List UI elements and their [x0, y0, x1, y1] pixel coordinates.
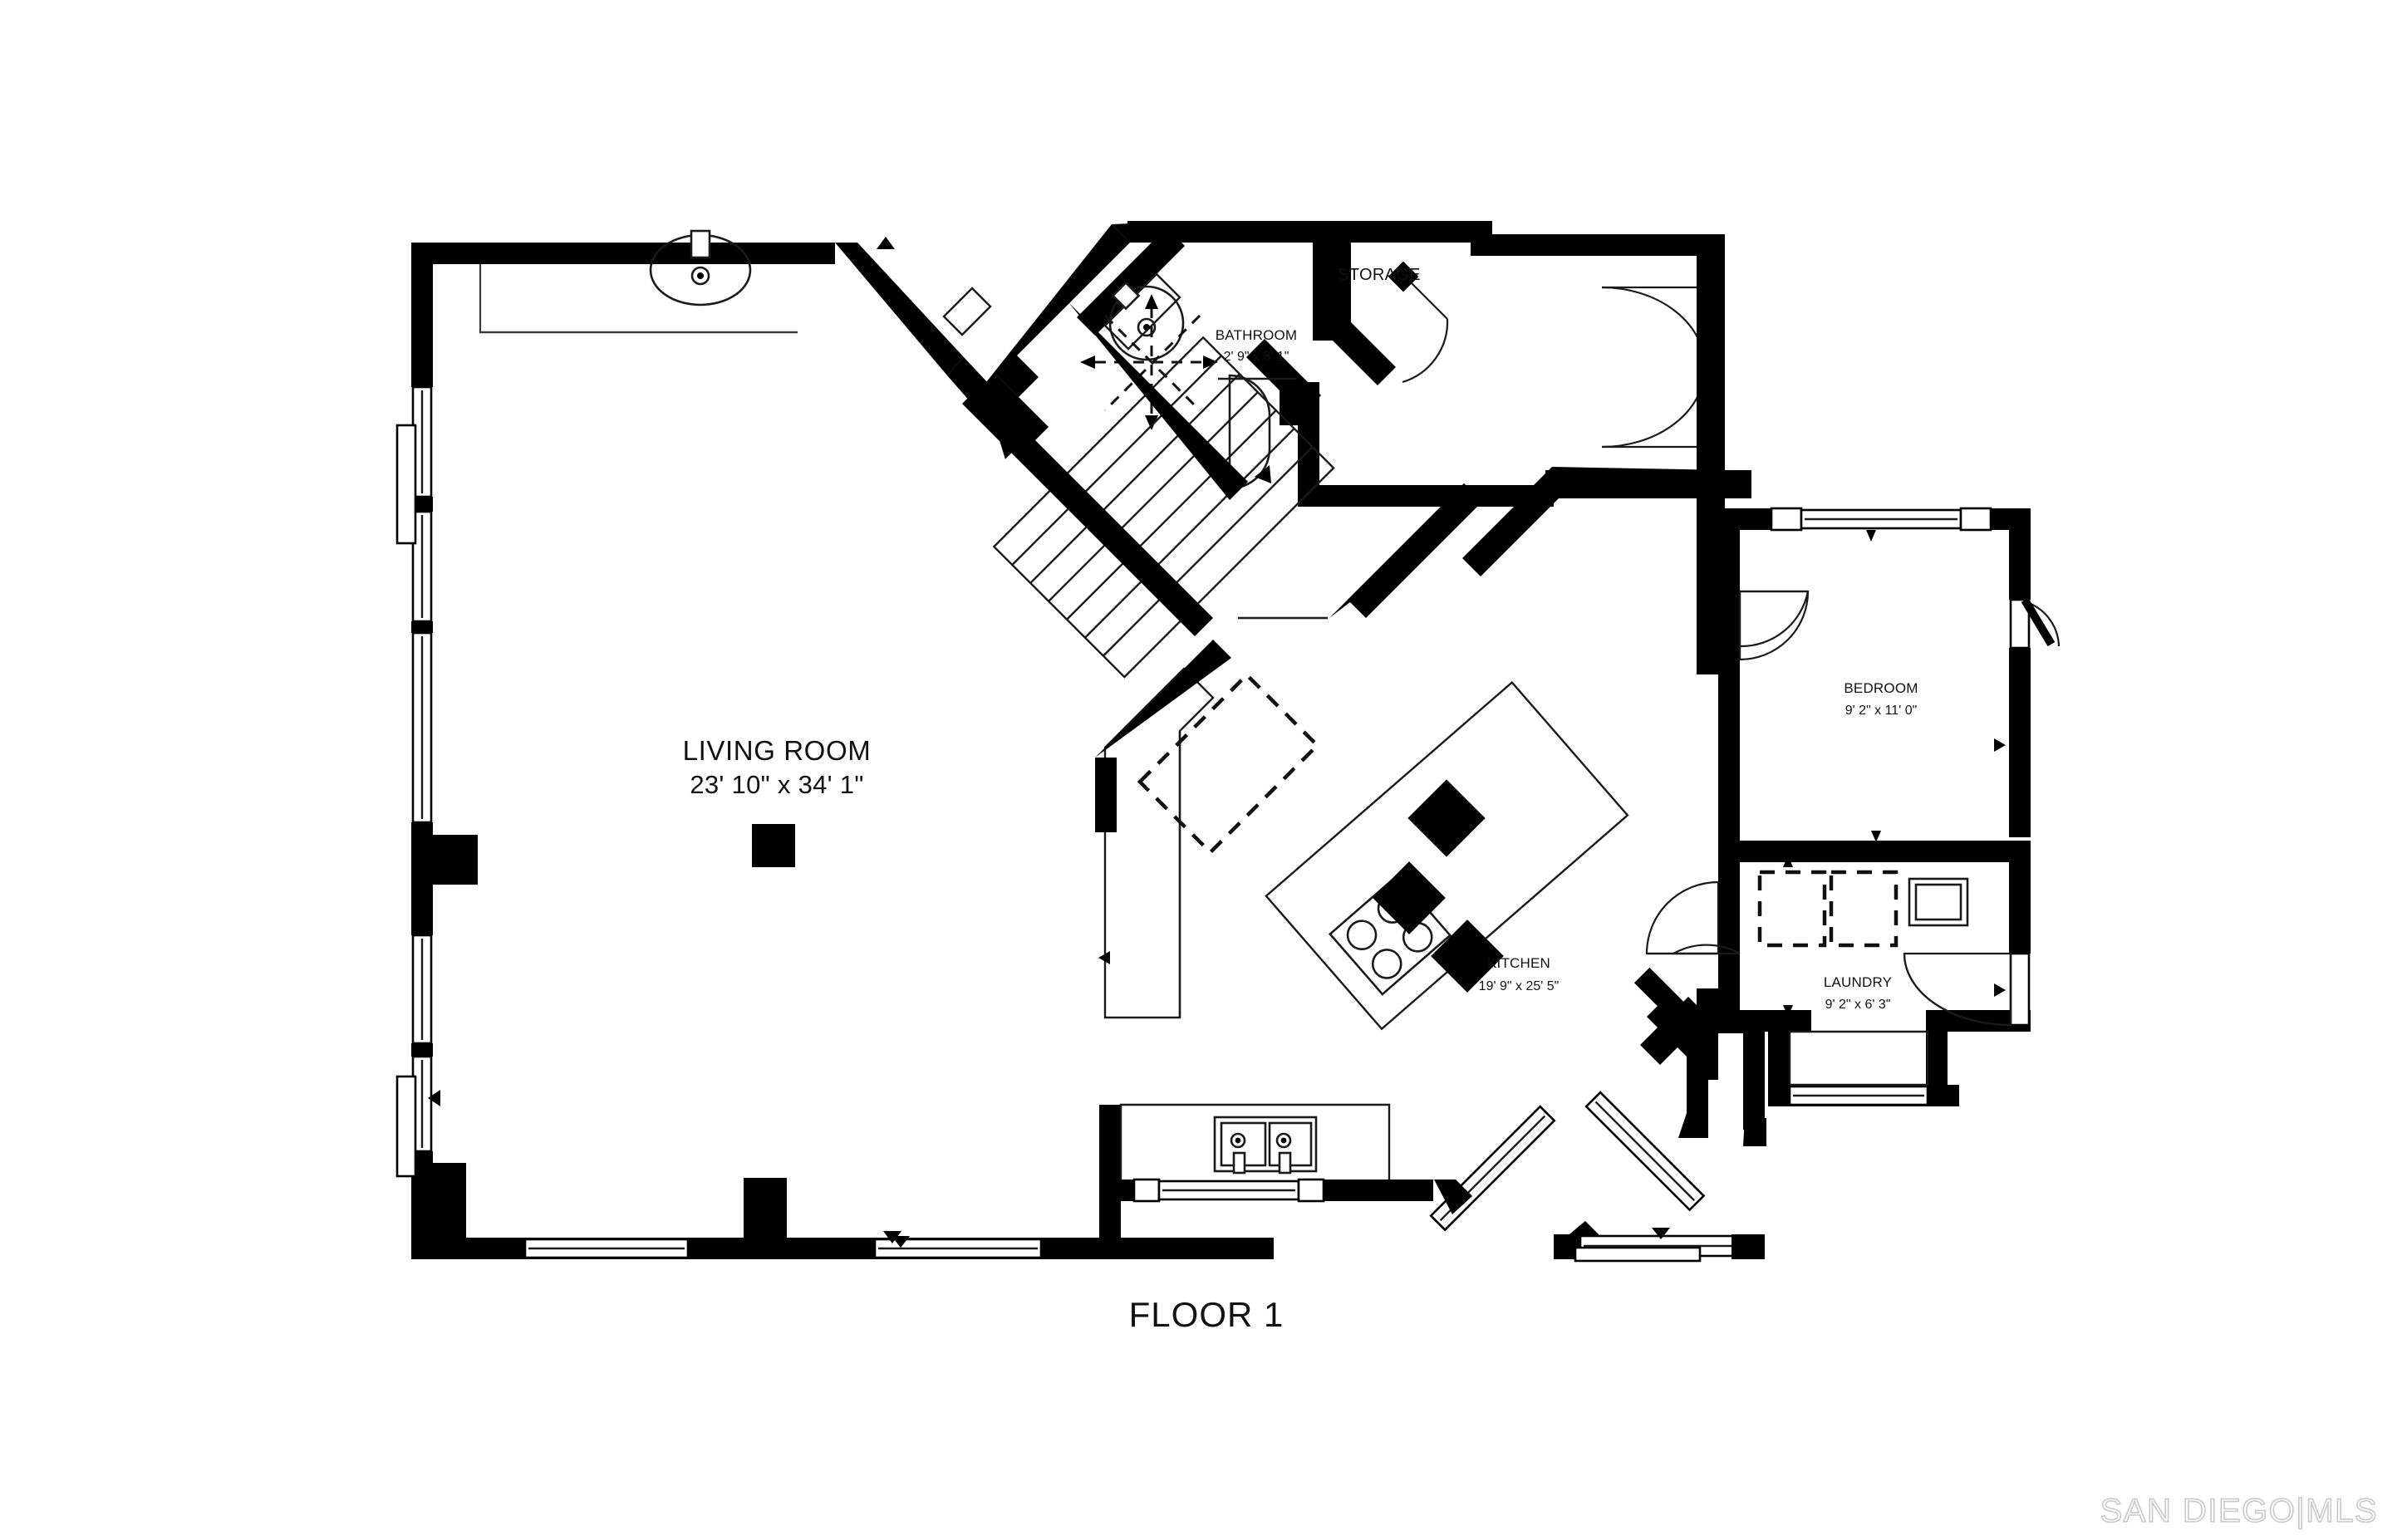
living-room-bottom-windows — [523, 1231, 1043, 1259]
staircase — [962, 302, 1335, 679]
living-room-left-windows — [395, 385, 433, 1178]
room-label-living-room: LIVING ROOM 23' 10" x 34' 1" — [683, 735, 872, 867]
bathroom-area — [1077, 228, 1321, 507]
bedroom-exterior-door — [2009, 597, 2061, 650]
room-name-storage: STORAGE — [1338, 266, 1421, 284]
room-dim-laundry: 9' 2" x 6' 3" — [1825, 998, 1891, 1012]
kitchen-right-outer-walls — [1633, 492, 1718, 1080]
stair-closet — [942, 287, 1049, 445]
room-dim-kitchen: 19' 9" x 25' 5" — [1479, 979, 1560, 993]
floor-title: FLOOR 1 — [1129, 1295, 1285, 1334]
kitchen-sink-counter — [1099, 1103, 1433, 1203]
kitchen-upper-walls — [1238, 467, 1751, 620]
mls-watermark: SAN DIEGO|MLS — [2100, 1493, 2378, 1529]
right-wing-walls — [1718, 507, 2031, 1106]
entry-diagonal-walls — [835, 224, 1130, 402]
room-dim-bathroom: 2' 9" x 8' 1" — [1224, 350, 1289, 364]
laundry-washer-dryer — [1757, 870, 1899, 948]
storage-room — [1313, 243, 1449, 385]
kitchen-counter-left — [1098, 667, 1215, 1019]
kitchen-lower-left-wall — [1095, 640, 1231, 832]
room-label-bedroom: BEDROOM 9' 2" x 11' 0" — [1844, 680, 1918, 718]
room-label-kitchen: KITCHEN 19' 9" x 25' 5" — [1479, 955, 1560, 993]
room-name-laundry: LAUNDRY — [1824, 974, 1892, 990]
bedroom-markers — [1866, 530, 2006, 842]
room-label-laundry: LAUNDRY 9' 2" x 6' 3" — [1824, 974, 1892, 1012]
wall-direction-markers — [428, 1090, 910, 1248]
room-name-bedroom: BEDROOM — [1844, 680, 1918, 696]
room-dim-living-room: 23' 10" x 34' 1" — [690, 770, 863, 799]
room-labels: LIVING ROOM 23' 10" x 34' 1" KITCHEN 19'… — [683, 266, 1918, 1012]
living-room-column — [752, 824, 795, 867]
room-name-kitchen: KITCHEN — [1487, 955, 1550, 971]
bedroom-interior-door — [1738, 590, 1810, 661]
kitchen-island — [1265, 680, 1629, 1031]
bay-window-exterior — [1429, 997, 1766, 1263]
laundry-utility-sink — [1908, 877, 1969, 927]
laundry-doors — [1645, 856, 2031, 1027]
foyer-walls — [1471, 234, 1725, 508]
kitchen-pantry-dashed — [1137, 672, 1320, 856]
room-label-bathroom: BATHROOM 2' 9" x 8' 1" — [1216, 327, 1298, 364]
living-room-bar-counter — [479, 229, 798, 334]
room-name-living-room: LIVING ROOM — [683, 735, 872, 766]
bathroom-tub — [1218, 377, 1299, 425]
room-label-storage: STORAGE — [1338, 266, 1421, 284]
room-dim-bedroom: 9' 2" x 11' 0" — [1845, 704, 1918, 718]
room-name-bathroom: BATHROOM — [1216, 327, 1298, 343]
